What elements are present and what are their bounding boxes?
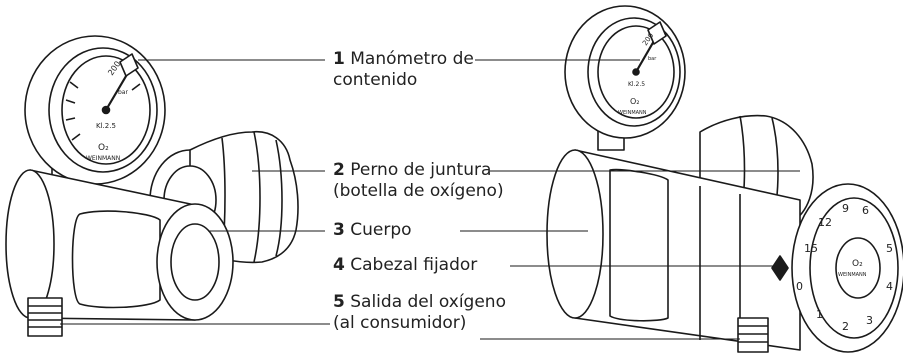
right-fixing-head-dial: [771, 183, 903, 353]
callout-1-text: Manómetro de: [350, 49, 474, 69]
dial-value-1: 1: [816, 308, 823, 321]
callout-1-text2: contenido: [333, 70, 418, 90]
dial-values: 0 15 12 9 6 5 4 3 2 1: [796, 202, 893, 333]
right-outlet: [737, 317, 769, 353]
callout-2-label: 2 Perno de juntura (botella de oxígeno): [333, 160, 504, 202]
right-content-gauge: [564, 5, 686, 139]
callout-1-label: 1 Manómetro de contenido: [333, 49, 474, 91]
right-gauge-gas: O₂: [630, 97, 640, 106]
callout-3-text: Cuerpo: [350, 220, 412, 240]
right-regulator: [546, 5, 903, 353]
dial-brand: WEINMANN: [838, 272, 867, 278]
callout-1-number: 1: [333, 49, 345, 69]
dial-value-5: 5: [886, 242, 893, 255]
callout-2-text2: (botella de oxígeno): [333, 181, 504, 201]
callout-3-number: 3: [333, 220, 345, 240]
callout-5-number: 5: [333, 292, 345, 312]
left-regulator: [5, 35, 299, 337]
dial-value-12: 12: [818, 216, 832, 229]
dial-value-4: 4: [886, 280, 893, 293]
left-outlet: [27, 297, 63, 337]
dial-value-15: 15: [804, 242, 818, 255]
callout-4-label: 4 Cabezal fijador: [333, 255, 477, 276]
left-body: [5, 169, 234, 321]
left-gauge-unit: bar: [118, 89, 128, 96]
left-gauge-brand: WEINMANN: [86, 155, 120, 162]
callout-4-text: Cabezal fijador: [350, 255, 478, 275]
dial-value-3: 3: [866, 314, 873, 327]
left-gauge-gas: O₂: [98, 143, 109, 153]
right-gauge-marking: Kl.2.5: [628, 81, 645, 88]
right-gauge-unit: bar: [648, 56, 657, 62]
left-gauge-marking: Kl.2.5: [96, 122, 116, 130]
dial-gas: O₂: [852, 259, 863, 269]
callout-2-text: Perno de juntura: [350, 160, 492, 180]
callout-5-label: 5 Salida del oxígeno (al consumidor): [333, 292, 506, 334]
callout-4-number: 4: [333, 255, 345, 275]
right-gauge-brand: WEINMANN: [618, 110, 647, 116]
right-body: [546, 149, 801, 351]
callout-5-text2: (al consumidor): [333, 313, 467, 333]
dial-value-9: 9: [842, 202, 849, 215]
callout-5-text: Salida del oxígeno: [350, 292, 506, 312]
dial-value-6: 6: [862, 204, 869, 217]
callout-2-number: 2: [333, 160, 345, 180]
dial-value-0: 0: [796, 280, 803, 293]
left-content-gauge: [24, 35, 166, 185]
leader-lines: [60, 59, 800, 340]
callout-3-label: 3 Cuerpo: [333, 220, 412, 241]
dial-value-2: 2: [842, 320, 849, 333]
